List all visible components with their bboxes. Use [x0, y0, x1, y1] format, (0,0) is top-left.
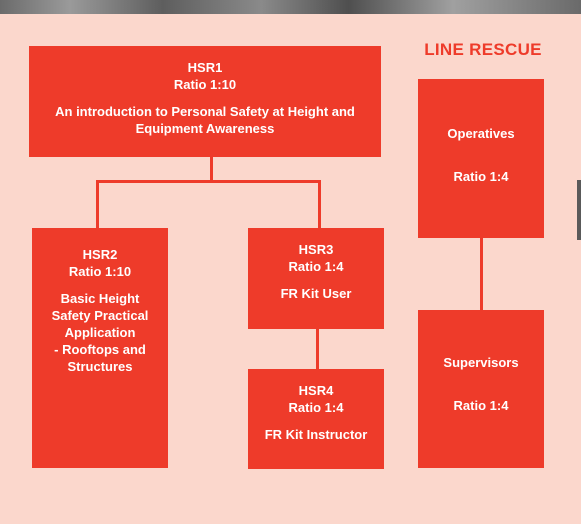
hsr2-description-line5: Structures	[67, 359, 133, 374]
operatives-ratio: Ratio 1:4	[453, 169, 509, 184]
hsr2-code: HSR2	[82, 247, 118, 262]
hsr1-box: HSR1 Ratio 1:10 An introduction to Perso…	[29, 46, 381, 157]
hsr4-ratio: Ratio 1:4	[288, 400, 344, 415]
connector-to-hsr2	[96, 180, 99, 228]
connector-horizontal	[96, 180, 321, 183]
hsr1-code: HSR1	[187, 60, 223, 75]
hsr2-ratio: Ratio 1:10	[68, 264, 132, 279]
hsr4-code: HSR4	[298, 383, 334, 398]
hsr2-description-line2: Safety Practical	[51, 308, 149, 323]
hsr4-description: FR Kit Instructor	[264, 427, 368, 442]
line-rescue-heading: LINE RESCUE	[424, 40, 542, 59]
hsr1-description-line1: An introduction to Personal Safety at He…	[55, 104, 355, 119]
hsr1-description-line2: Equipment Awareness	[135, 121, 275, 136]
background-photo-strip	[0, 0, 581, 14]
background-photo-edge	[577, 180, 581, 240]
connector-operatives-supervisors	[480, 237, 483, 311]
hsr2-box: HSR2 Ratio 1:10 Basic Height Safety Prac…	[32, 228, 168, 468]
connector-to-hsr3	[318, 180, 321, 228]
hsr2-description-line1: Basic Height	[60, 291, 140, 306]
connector-hsr1-down	[210, 156, 213, 182]
connector-hsr3-hsr4	[316, 328, 319, 370]
hsr3-code: HSR3	[298, 242, 334, 257]
hsr3-ratio: Ratio 1:4	[288, 259, 344, 274]
supervisors-title: Supervisors	[443, 355, 519, 370]
hsr3-box: HSR3 Ratio 1:4 FR Kit User	[248, 228, 384, 329]
hsr2-description-line3: Application	[64, 325, 136, 340]
hsr2-description-line4: - Rooftops and	[54, 342, 146, 357]
operatives-box: Operatives Ratio 1:4	[418, 79, 544, 238]
hsr3-description: FR Kit User	[280, 286, 352, 301]
hsr1-ratio: Ratio 1:10	[173, 77, 237, 92]
supervisors-box: Supervisors Ratio 1:4	[418, 310, 544, 468]
operatives-title: Operatives	[447, 126, 515, 141]
supervisors-ratio: Ratio 1:4	[453, 398, 509, 413]
hsr4-box: HSR4 Ratio 1:4 FR Kit Instructor	[248, 369, 384, 469]
